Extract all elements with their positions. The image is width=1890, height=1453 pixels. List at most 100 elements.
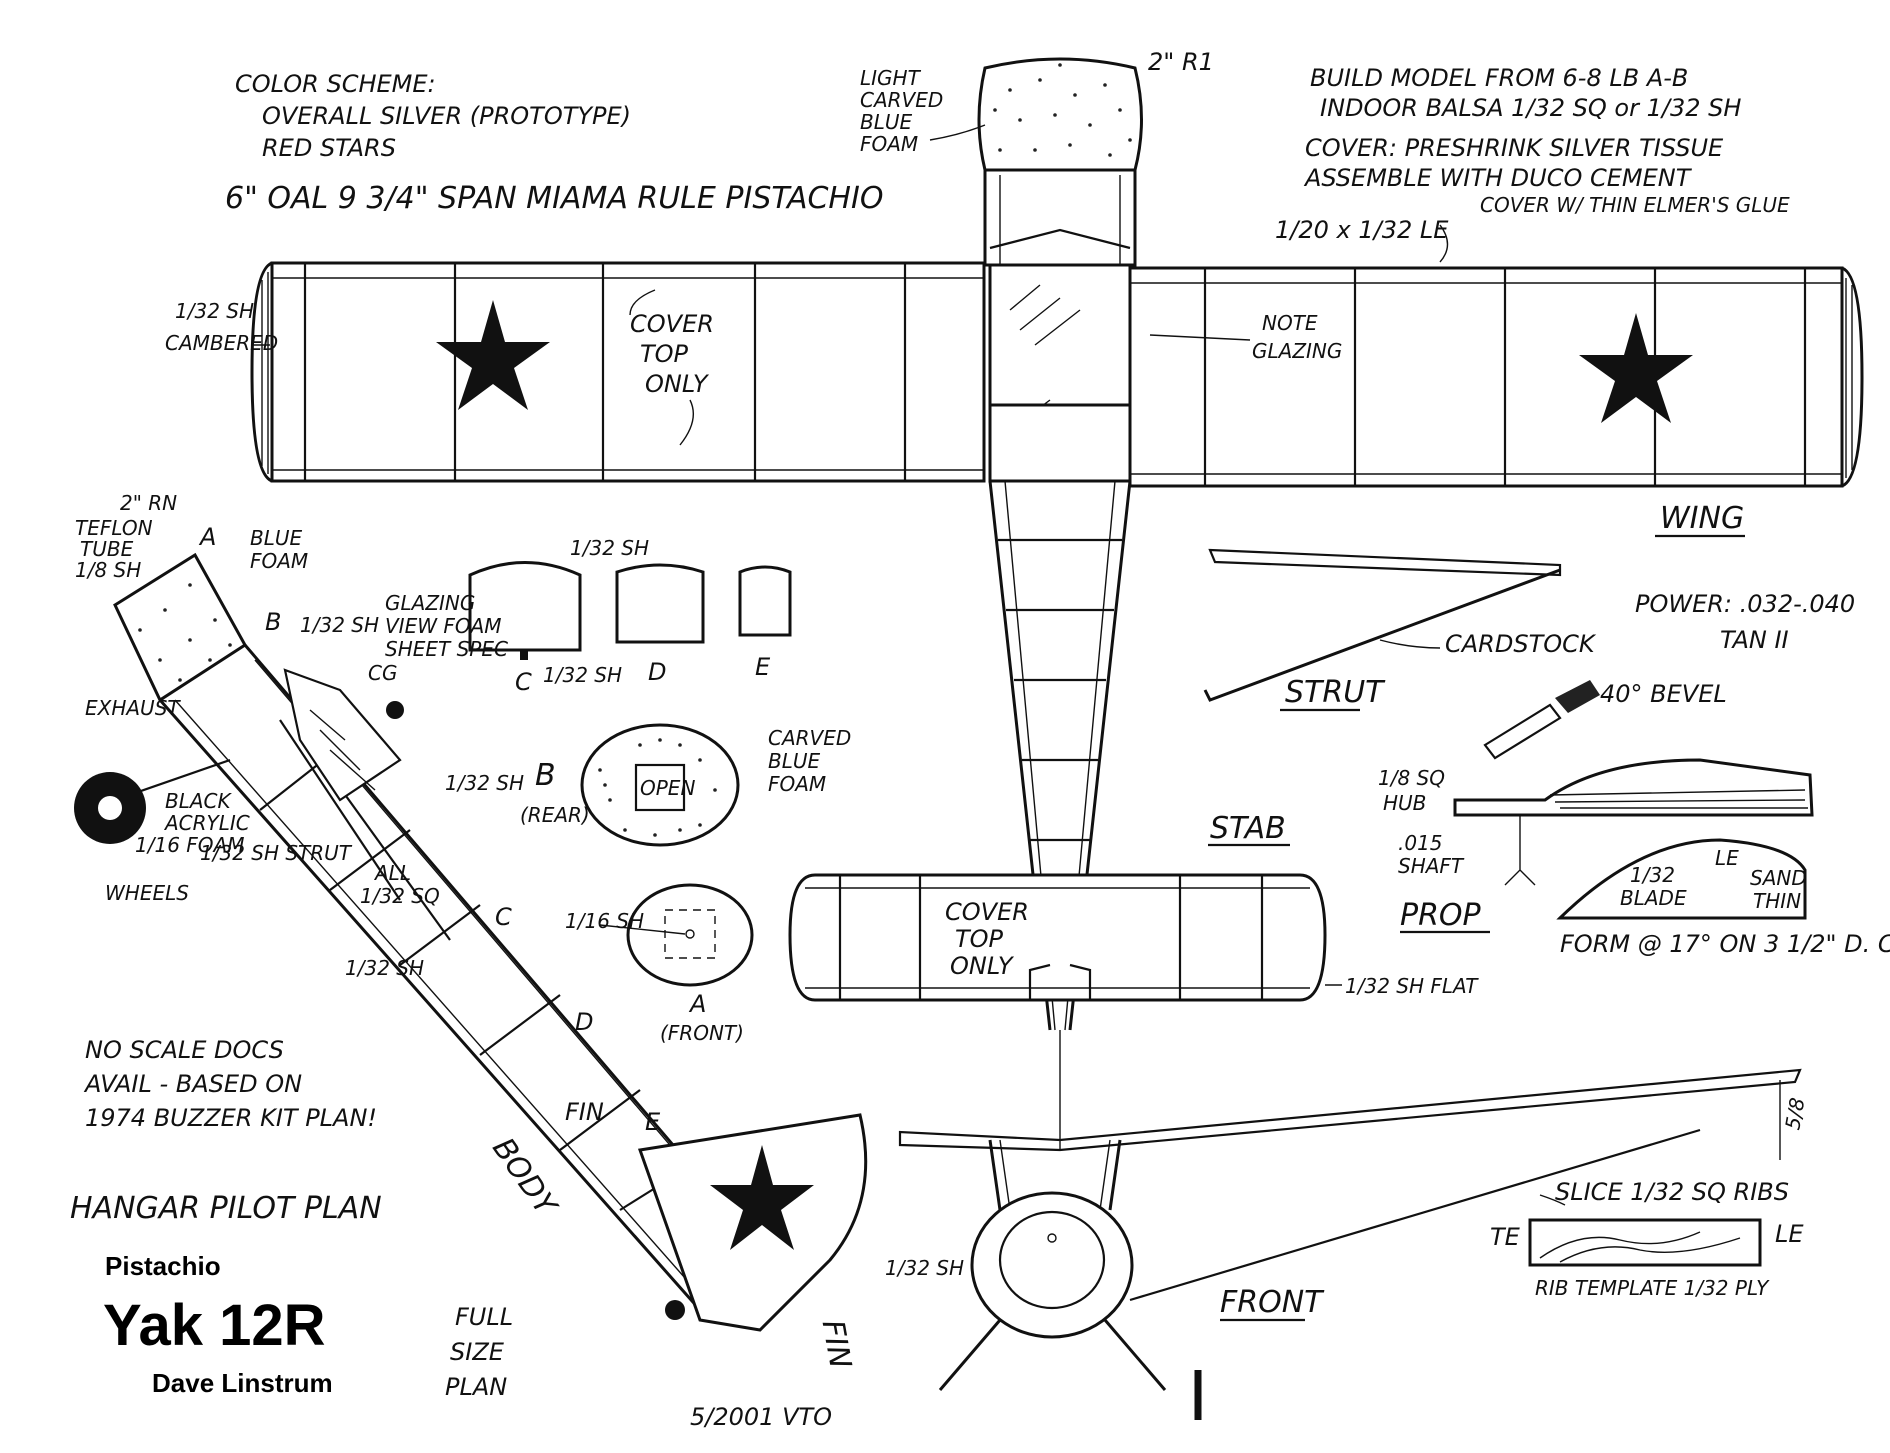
svg-text:A: A xyxy=(688,990,706,1018)
former-c: 1/32 SH C 1/32 SH xyxy=(468,536,649,696)
series-name: Pistachio xyxy=(105,1251,221,1281)
svg-text:1/32 SH: 1/32 SH xyxy=(885,1256,964,1280)
svg-text:A: A xyxy=(198,523,216,551)
svg-text:FOAM: FOAM xyxy=(768,772,826,796)
cg-marker-icon xyxy=(386,701,404,719)
svg-text:CAMBERED: CAMBERED xyxy=(165,331,278,355)
wing-top-view xyxy=(250,261,1864,488)
wing-ribs xyxy=(453,263,1807,486)
landing-gear xyxy=(938,1319,1167,1391)
windshield-frame xyxy=(989,228,1131,250)
svg-text:2" R1: 2" R1 xyxy=(1148,48,1214,76)
svg-text:1/32 SH: 1/32 SH xyxy=(445,771,524,795)
svg-text:1/32 SH STRUT: 1/32 SH STRUT xyxy=(200,841,353,865)
svg-text:D: D xyxy=(575,1008,593,1036)
svg-text:C: C xyxy=(495,903,512,931)
cowl-section xyxy=(983,170,1137,267)
svg-text:FIN: FIN xyxy=(565,1098,604,1126)
svg-text:1/8 SH: 1/8 SH xyxy=(75,558,141,582)
nose-foam-block xyxy=(977,57,1143,172)
svg-text:NO SCALE DOCS: NO SCALE DOCS xyxy=(85,1036,284,1064)
svg-text:CARVED: CARVED xyxy=(768,726,851,750)
former-b: OPEN B (REAR) CARVED BLUE FOAM xyxy=(520,723,851,847)
title-block: Pistachio Yak 12R Dave Linstrum FULL SIZ… xyxy=(103,1251,832,1431)
svg-text:FULL: FULL xyxy=(455,1303,513,1331)
rib-template: SLICE 1/32 SQ RIBS TE LE RIB TEMPLATE 1/… xyxy=(1490,1178,1804,1300)
svg-text:SAND: SAND xyxy=(1750,866,1807,890)
power-note: POWER: .032-.040 TAN II xyxy=(1635,590,1855,654)
svg-text:POWER: .032-.040: POWER: .032-.040 xyxy=(1635,590,1855,618)
svg-text:THIN: THIN xyxy=(1753,889,1801,913)
wing-left-panel xyxy=(270,261,986,483)
svg-text:TOP: TOP xyxy=(955,925,1004,953)
svg-text:TEFLON: TEFLON xyxy=(75,516,153,540)
note-line: COLOR SCHEME: xyxy=(235,70,436,98)
glazing-label: NOTE GLAZING xyxy=(1149,311,1342,363)
svg-text:BLUE: BLUE xyxy=(250,526,303,550)
svg-text:STRUT: STRUT xyxy=(1285,675,1386,710)
svg-text:SIZE: SIZE xyxy=(450,1338,505,1366)
svg-text:VIEW FOAM: VIEW FOAM xyxy=(385,614,502,638)
svg-text:ONLY: ONLY xyxy=(645,370,710,398)
svg-text:1/16 FOAM: 1/16 FOAM xyxy=(135,833,244,857)
svg-text:COVER: COVER xyxy=(945,898,1029,926)
svg-text:(FRONT): (FRONT) xyxy=(660,1021,744,1045)
svg-text:TOP: TOP xyxy=(640,340,689,368)
scale-docs-note: NO SCALE DOCS AVAIL - BASED ON 1974 BUZZ… xyxy=(83,1036,377,1132)
wing-title: WING xyxy=(1660,501,1744,536)
svg-text:ONLY: ONLY xyxy=(950,952,1015,980)
model-name: Yak 12R xyxy=(103,1293,326,1358)
svg-text:1/32: 1/32 xyxy=(1630,863,1675,887)
foam-stipple xyxy=(993,63,1132,157)
svg-text:BLADE: BLADE xyxy=(1620,886,1687,910)
note-line: COVER: PRESHRINK SILVER TISSUE xyxy=(1305,134,1724,162)
canopy-glazing xyxy=(988,263,1132,407)
svg-text:FORM @ 17° ON 3 1/2" D. CYL: FORM @ 17° ON 3 1/2" D. CYL xyxy=(1560,930,1890,958)
svg-text:LIGHT: LIGHT xyxy=(860,66,922,90)
svg-text:40° BEVEL: 40° BEVEL xyxy=(1600,680,1727,708)
star-insignia-icon xyxy=(710,1145,814,1250)
svg-text:BLUE: BLUE xyxy=(768,749,821,773)
svg-text:1/32 SH: 1/32 SH xyxy=(570,536,649,560)
svg-text:LE: LE xyxy=(1775,1220,1804,1248)
svg-text:LE: LE xyxy=(1715,846,1739,870)
svg-text:B: B xyxy=(265,608,281,636)
source-label: HANGAR PILOT PLAN xyxy=(70,1191,382,1226)
svg-text:FRONT: FRONT xyxy=(1220,1285,1325,1320)
stab-title: STAB xyxy=(1210,811,1286,846)
svg-text:1/32 SQ: 1/32 SQ xyxy=(360,884,440,908)
svg-text:.015: .015 xyxy=(1398,831,1443,855)
svg-text:E: E xyxy=(645,1108,661,1136)
svg-text:C: C xyxy=(515,668,532,696)
star-insignia-icon xyxy=(436,300,550,410)
designer-name: Dave Linstrum xyxy=(152,1368,333,1398)
svg-text:D: D xyxy=(648,658,666,686)
svg-text:TUBE: TUBE xyxy=(80,537,134,561)
svg-text:1/32 SH: 1/32 SH xyxy=(345,956,424,980)
spinner-icon xyxy=(1047,1233,1057,1243)
tail-wheel-icon xyxy=(665,1300,685,1320)
note-line: OVERALL SILVER (PROTOTYPE) xyxy=(262,102,631,130)
svg-text:GLAZING: GLAZING xyxy=(385,591,475,615)
wing-left-tip xyxy=(250,261,273,483)
prop-detail: 40° BEVEL 1/8 SQ HUB .015 SHAFT PROP 1/3… xyxy=(1378,680,1890,958)
svg-text:HUB: HUB xyxy=(1383,791,1426,815)
front-strut xyxy=(1129,1128,1701,1302)
svg-text:5/8: 5/8 xyxy=(1780,1096,1809,1132)
side-canopy xyxy=(283,668,402,802)
svg-text:OPEN: OPEN xyxy=(640,776,695,800)
svg-text:SLICE 1/32 SQ RIBS: SLICE 1/32 SQ RIBS xyxy=(1555,1178,1789,1206)
svg-text:NOTE: NOTE xyxy=(1262,311,1318,335)
svg-text:TAN II: TAN II xyxy=(1720,626,1789,654)
svg-text:FOAM: FOAM xyxy=(860,132,918,156)
wing-tip-hatch xyxy=(261,272,1853,478)
svg-text:CARVED: CARVED xyxy=(860,88,943,112)
svg-text:PLAN: PLAN xyxy=(445,1373,507,1401)
svg-text:1/32 SH: 1/32 SH xyxy=(300,613,379,637)
svg-text:E: E xyxy=(755,653,771,681)
svg-text:1/8 SQ: 1/8 SQ xyxy=(1378,766,1445,790)
cabin-aft xyxy=(988,403,1132,483)
svg-text:SHAFT: SHAFT xyxy=(1398,854,1465,878)
